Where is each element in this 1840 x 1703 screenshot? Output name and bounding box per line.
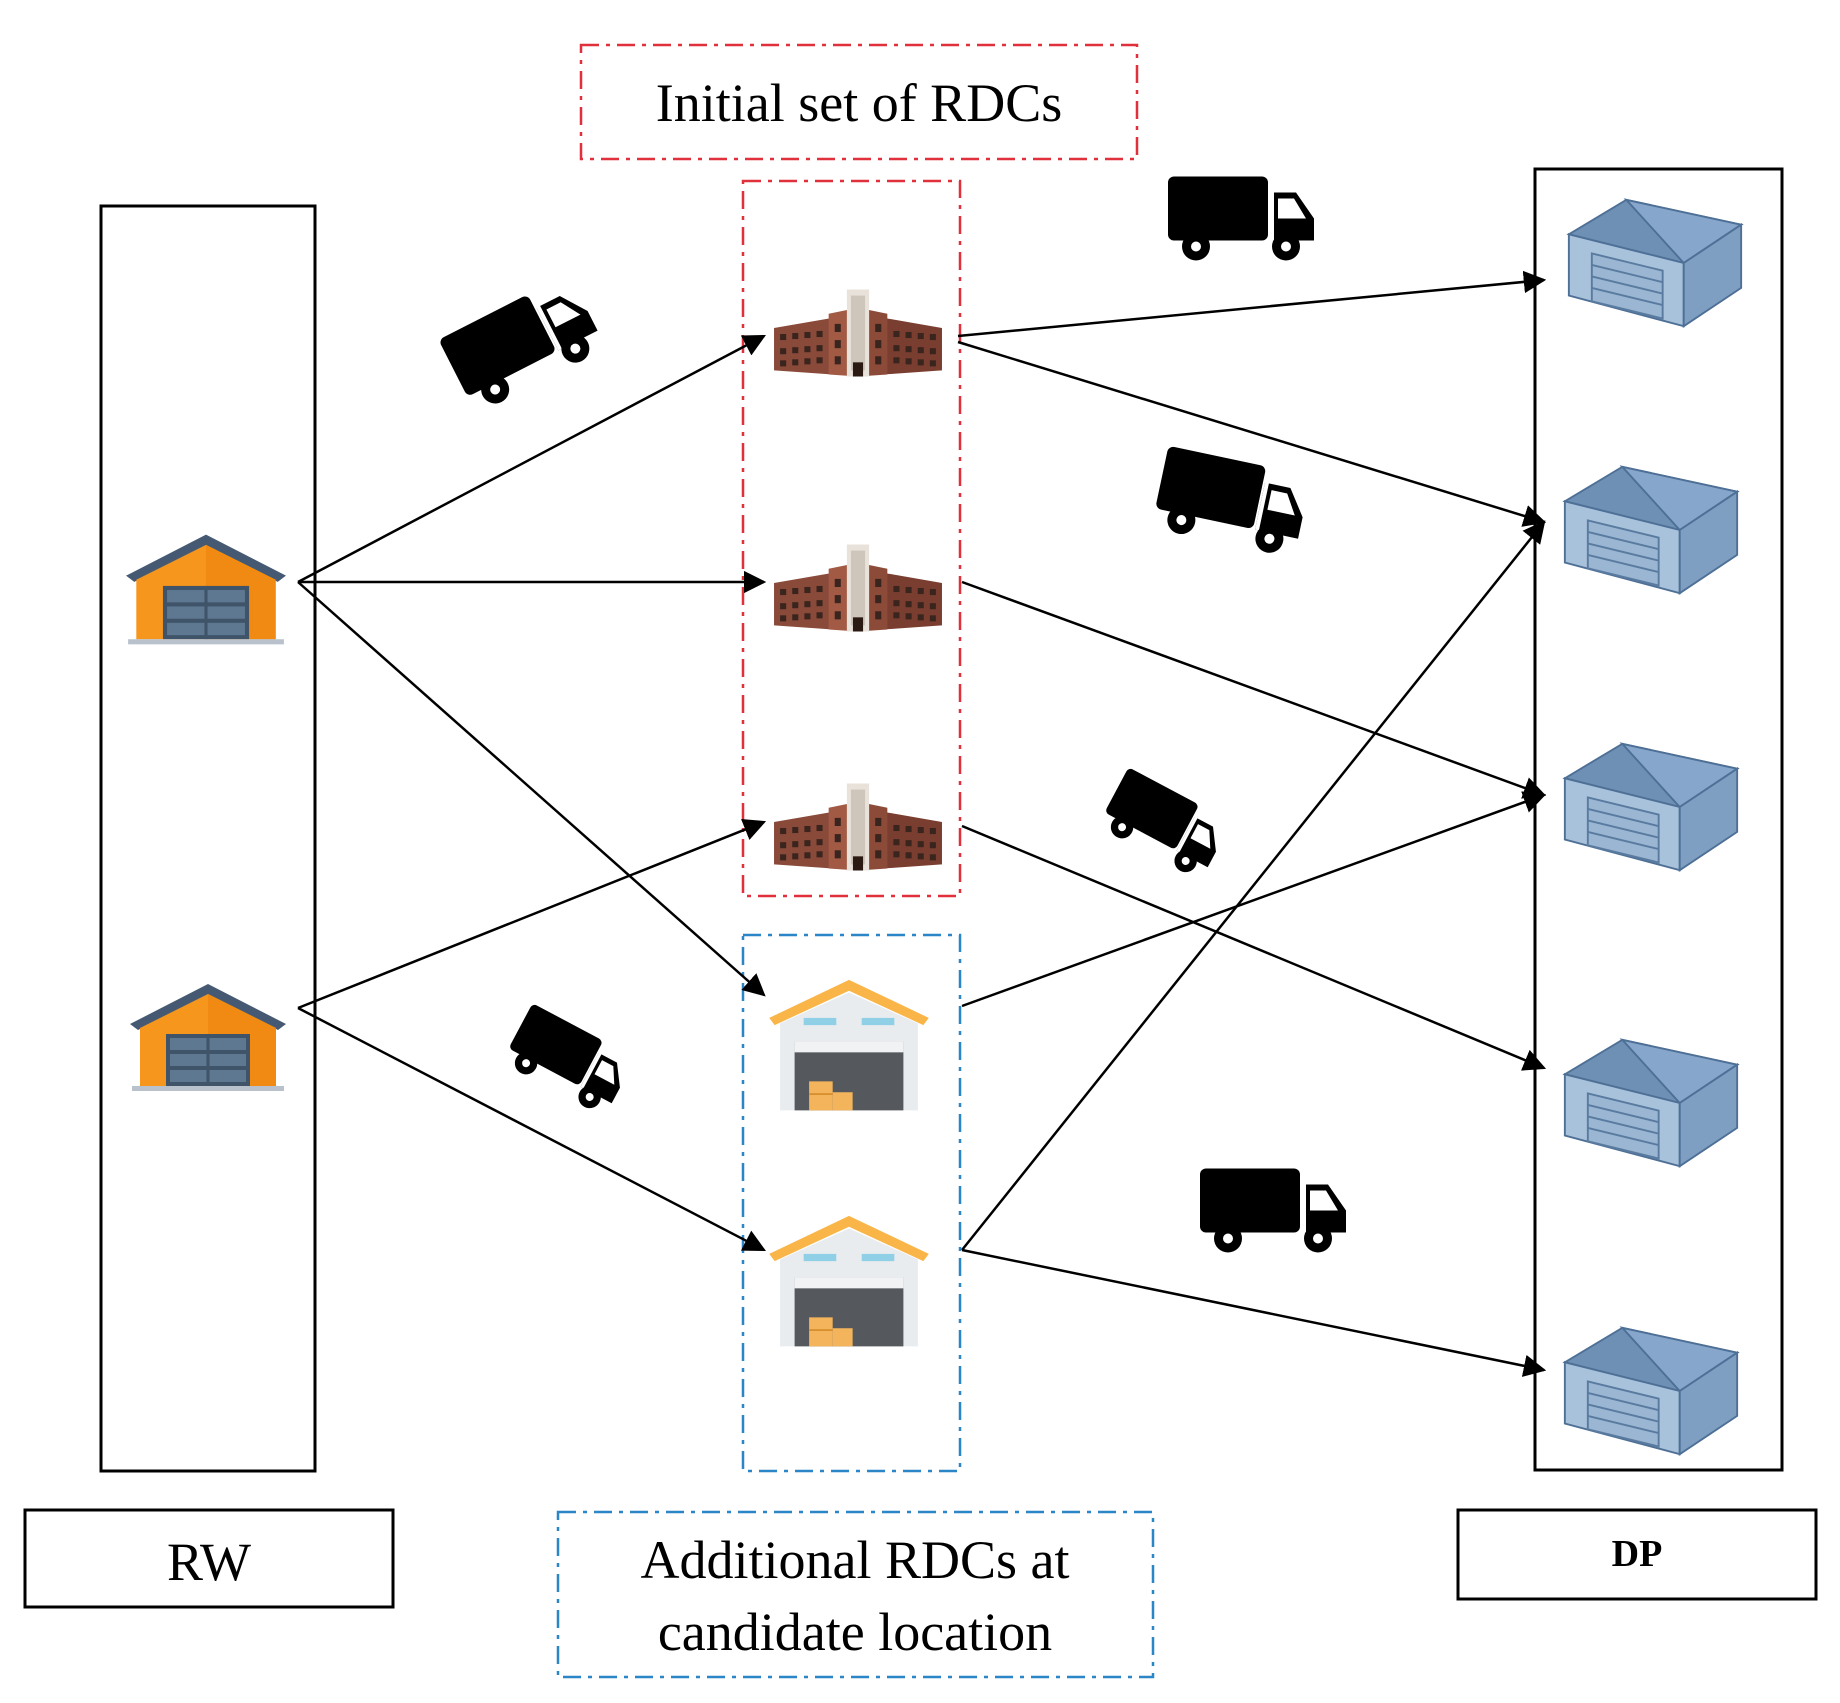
rw-warehouse-icon <box>124 533 288 646</box>
arrow-rw2-cand2 <box>297 1006 766 1252</box>
dp-house-icon <box>1563 1326 1739 1456</box>
arrow-rw1-cand1 <box>297 581 766 997</box>
additional-rdc-label-line2: candidate location <box>658 1602 1052 1662</box>
dp-column-box <box>1533 167 1784 1472</box>
initial-set-label: Initial set of RDCs <box>656 73 1062 133</box>
truck-icon <box>1168 176 1314 261</box>
dp-house-icon <box>1563 1038 1739 1168</box>
candidate-rdc-warehouse-icon <box>768 978 930 1112</box>
truck-icon <box>1097 767 1232 882</box>
dp-house-icon <box>1563 465 1739 595</box>
initial-rdc-building-icon <box>774 289 942 377</box>
arrow-rw2-rdc3 <box>297 819 767 1010</box>
arrow-rdc2-dp3 <box>961 580 1547 799</box>
initial-set-label-box <box>579 43 1139 161</box>
candidate-rdc-group-box <box>741 933 962 1473</box>
arrow-rw1-rdc1 <box>297 334 766 584</box>
dp-house-icon <box>1563 742 1739 872</box>
arrow-cand2-dp2 <box>961 520 1546 1251</box>
dp-label-box <box>1456 1508 1818 1601</box>
flow-arrows <box>297 270 1547 1377</box>
initial-rdc-building-icon <box>774 544 942 632</box>
dp-house-icon <box>1567 198 1743 328</box>
truck-icon <box>1151 445 1312 559</box>
arrow-rdc1-dp1 <box>957 270 1547 338</box>
arrow-rdc1-dp2 <box>957 340 1547 527</box>
rw-label-box <box>23 1508 395 1609</box>
rw-warehouse-icon <box>128 982 288 1092</box>
initial-rdc-group-box <box>741 179 962 898</box>
truck-icon <box>501 1003 636 1118</box>
arrow-rdc3-dp4 <box>961 824 1547 1071</box>
arrow-cand2-dp5 <box>961 1248 1547 1377</box>
dp-label: DP <box>1612 1533 1663 1575</box>
rw-label: RW <box>167 1532 251 1592</box>
truck-icon <box>438 273 607 415</box>
arrow-cand1-dp3 <box>961 791 1547 1008</box>
candidate-rdc-warehouse-icon <box>768 1214 930 1348</box>
additional-rdc-label-line1: Additional RDCs at <box>641 1530 1070 1590</box>
truck-icon <box>1200 1168 1346 1253</box>
initial-rdc-building-icon <box>774 783 942 871</box>
rw-column-box <box>99 204 317 1473</box>
additional-rdc-label-box <box>556 1510 1155 1679</box>
